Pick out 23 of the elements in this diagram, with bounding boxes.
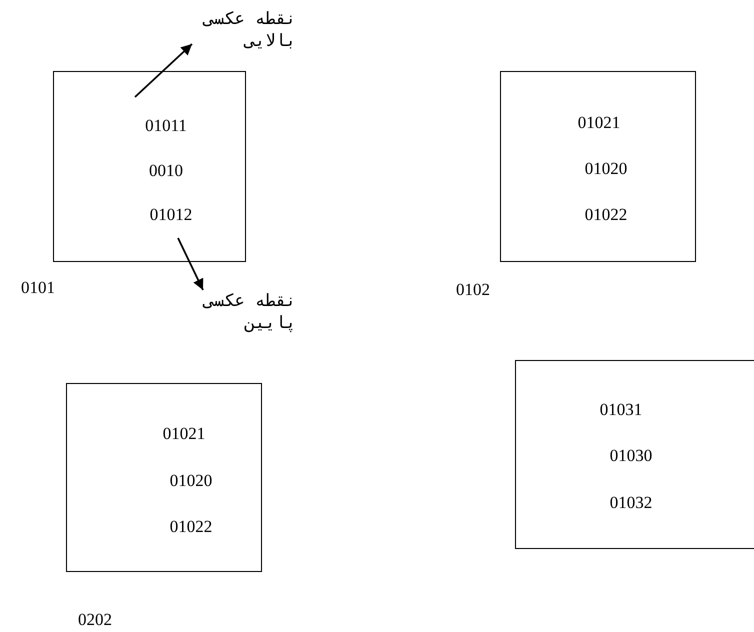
code-label: 0101 [21, 278, 55, 298]
arrow [134, 43, 193, 98]
arrow [177, 238, 204, 290]
annotation-label: نقطه عکسی پایین [196, 290, 296, 334]
annotation-label: نقطه عکسی بالایی [190, 8, 296, 52]
code-text: 01011 [145, 116, 187, 136]
text-box [66, 383, 262, 572]
code-text: 01022 [170, 517, 212, 537]
code-text: 01021 [578, 113, 620, 133]
code-text: 01012 [150, 205, 192, 225]
code-text: 01021 [162, 424, 206, 444]
code-text: 0010 [149, 161, 183, 181]
code-text: 01032 [610, 493, 652, 513]
code-text: 01020 [170, 471, 212, 491]
text-box [515, 360, 754, 549]
text-box [53, 71, 246, 262]
code-label: 0202 [78, 610, 112, 630]
code-text: 01030 [610, 446, 652, 466]
code-label: 0102 [456, 280, 490, 300]
code-text: 01031 [600, 400, 642, 420]
code-text: 01020 [584, 159, 628, 179]
text-box [500, 71, 696, 262]
code-text: 01022 [584, 205, 628, 225]
